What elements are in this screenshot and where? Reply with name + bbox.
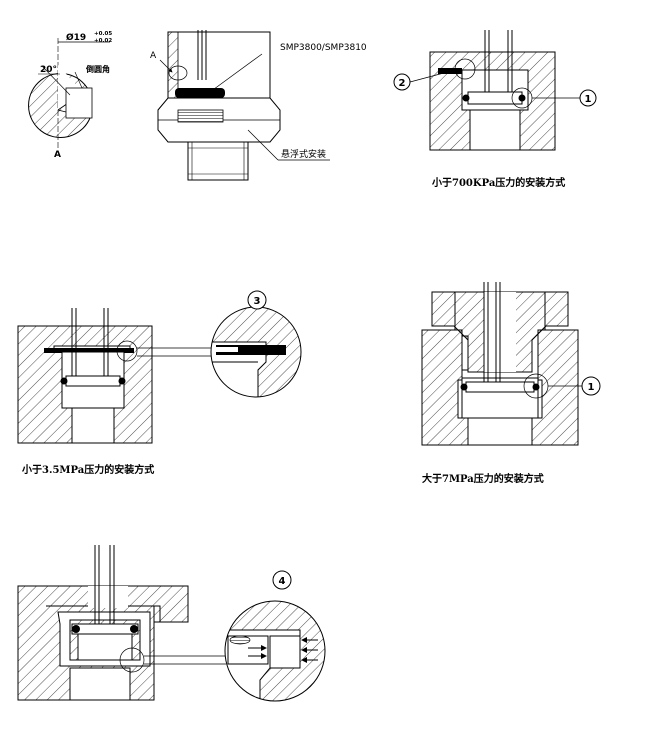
callout-3: 3 xyxy=(254,296,261,307)
detail-a-view: Ø19 +0.05 +0.02 20° 倒圆角 A xyxy=(28,31,112,160)
callout-1b-circle xyxy=(581,376,601,396)
callout-1-circle xyxy=(579,89,597,107)
section-bottom: 4 xyxy=(17,545,326,702)
detail-a-diameter: Ø19 xyxy=(66,32,86,43)
caption-700kpa: 小于700KPa压力的安装方式 xyxy=(431,176,565,189)
callout-2: 2 xyxy=(399,78,406,89)
section-7mpa: 1 大于7MPa压力的安装方式 xyxy=(421,282,601,485)
assembly-mount-label: 悬浮式安装 xyxy=(281,148,326,160)
assembly-view-marker: A xyxy=(150,51,157,61)
detail-a-letter: A xyxy=(54,150,61,160)
caption-3-5mpa: 小于3.5MPa压力的安装方式 xyxy=(21,463,154,476)
assembly-part-label: SMP3800/SMP3810 xyxy=(280,43,367,53)
section-3-5mpa: 3 小于3.5MPa压力的安装方式 xyxy=(17,290,302,476)
detail-a-angle: 20° xyxy=(40,65,57,75)
callout-3-circle xyxy=(247,290,267,310)
callout-1: 1 xyxy=(585,94,592,105)
callout-2-circle xyxy=(393,73,411,91)
assembly-view: A SMP3800/SMP3810 悬浮式安装 xyxy=(150,30,367,181)
detail-a-tol-lower: +0.02 xyxy=(94,38,112,44)
detail-a-chamfer: 倒圆角 xyxy=(85,64,110,74)
callout-1b: 1 xyxy=(588,382,595,393)
detail-a-tol-upper: +0.05 xyxy=(94,31,112,37)
caption-7mpa: 大于7MPa压力的安装方式 xyxy=(422,472,544,485)
callout-4-circle xyxy=(272,570,292,590)
section-700kpa: 2 1 小于700KPa压力的安装方式 xyxy=(393,30,597,189)
callout-4: 4 xyxy=(279,576,286,587)
